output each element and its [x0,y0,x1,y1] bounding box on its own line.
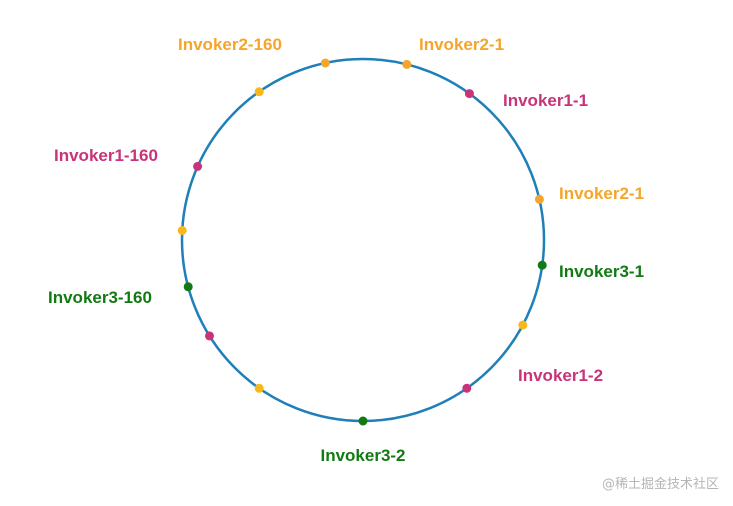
node-dot-unlabeled-a [518,320,528,330]
node-dot-invoker3-1 [537,260,547,270]
node-dot-invoker2-160 [320,58,330,68]
node-dot-unlabeled-c [205,331,214,341]
node-dot-unlabeled-b [254,383,264,393]
node-label-invoker3-2: Invoker3-2 [320,446,405,465]
node-label-invoker1-1: Invoker1-1 [503,91,588,110]
node-dot-invoker1-160 [193,161,203,171]
node-dot-invoker1-2 [462,383,472,393]
ring-nodes [177,58,547,426]
node-dot-unlabeled-d [177,226,187,235]
node-label-invoker2-1-right: Invoker2-1 [559,184,644,203]
node-label-invoker2-1-top: Invoker2-1 [419,35,504,54]
node-label-invoker2-160: Invoker2-160 [178,35,282,54]
node-dot-invoker3-2 [358,416,368,426]
node-label-invoker1-160: Invoker1-160 [54,146,158,165]
node-dot-invoker2-1-top [402,59,412,69]
hash-ring [180,57,546,423]
node-dot-unlabeled-e [254,87,264,97]
node-label-invoker3-1: Invoker3-1 [559,262,644,281]
node-label-invoker1-2: Invoker1-2 [518,366,603,385]
node-dot-invoker3-160 [183,282,193,292]
node-dot-invoker2-1-right [534,194,544,204]
node-dot-invoker1-1 [464,89,474,99]
watermark-text: @稀土掘金技术社区 [601,477,719,492]
node-label-invoker3-160: Invoker3-160 [48,288,152,307]
